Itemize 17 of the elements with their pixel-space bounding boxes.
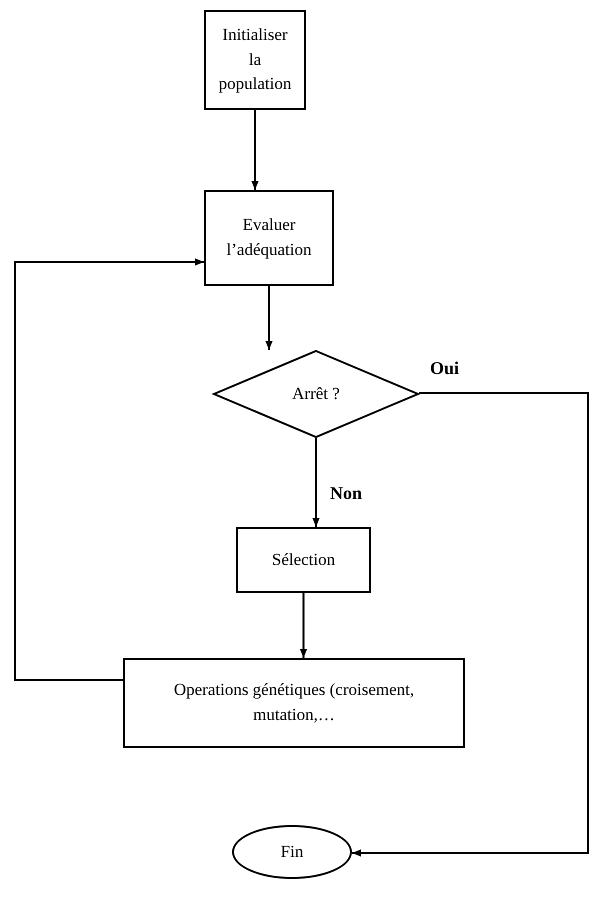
- arrow: [312, 438, 320, 527]
- node-label: Operations génétiques (croisement, mutation,…: [172, 679, 416, 726]
- node-label: Fin: [280, 840, 304, 863]
- arrow: [352, 392, 589, 857]
- node-label: Initialiser la population: [218, 24, 292, 96]
- process-box: [123, 658, 465, 748]
- node-label: Sélection: [272, 548, 336, 571]
- arrow: [300, 593, 308, 658]
- decision-diamond: [213, 350, 419, 438]
- process-box: [204, 10, 306, 110]
- arrow: [14, 258, 204, 681]
- node-label: Evaluer l’adéquation: [226, 214, 312, 261]
- arrow: [265, 286, 273, 350]
- process-box: [236, 527, 371, 593]
- process-box: [204, 190, 334, 286]
- arrow: [251, 110, 259, 190]
- node-label: Arrêt ?: [292, 382, 340, 405]
